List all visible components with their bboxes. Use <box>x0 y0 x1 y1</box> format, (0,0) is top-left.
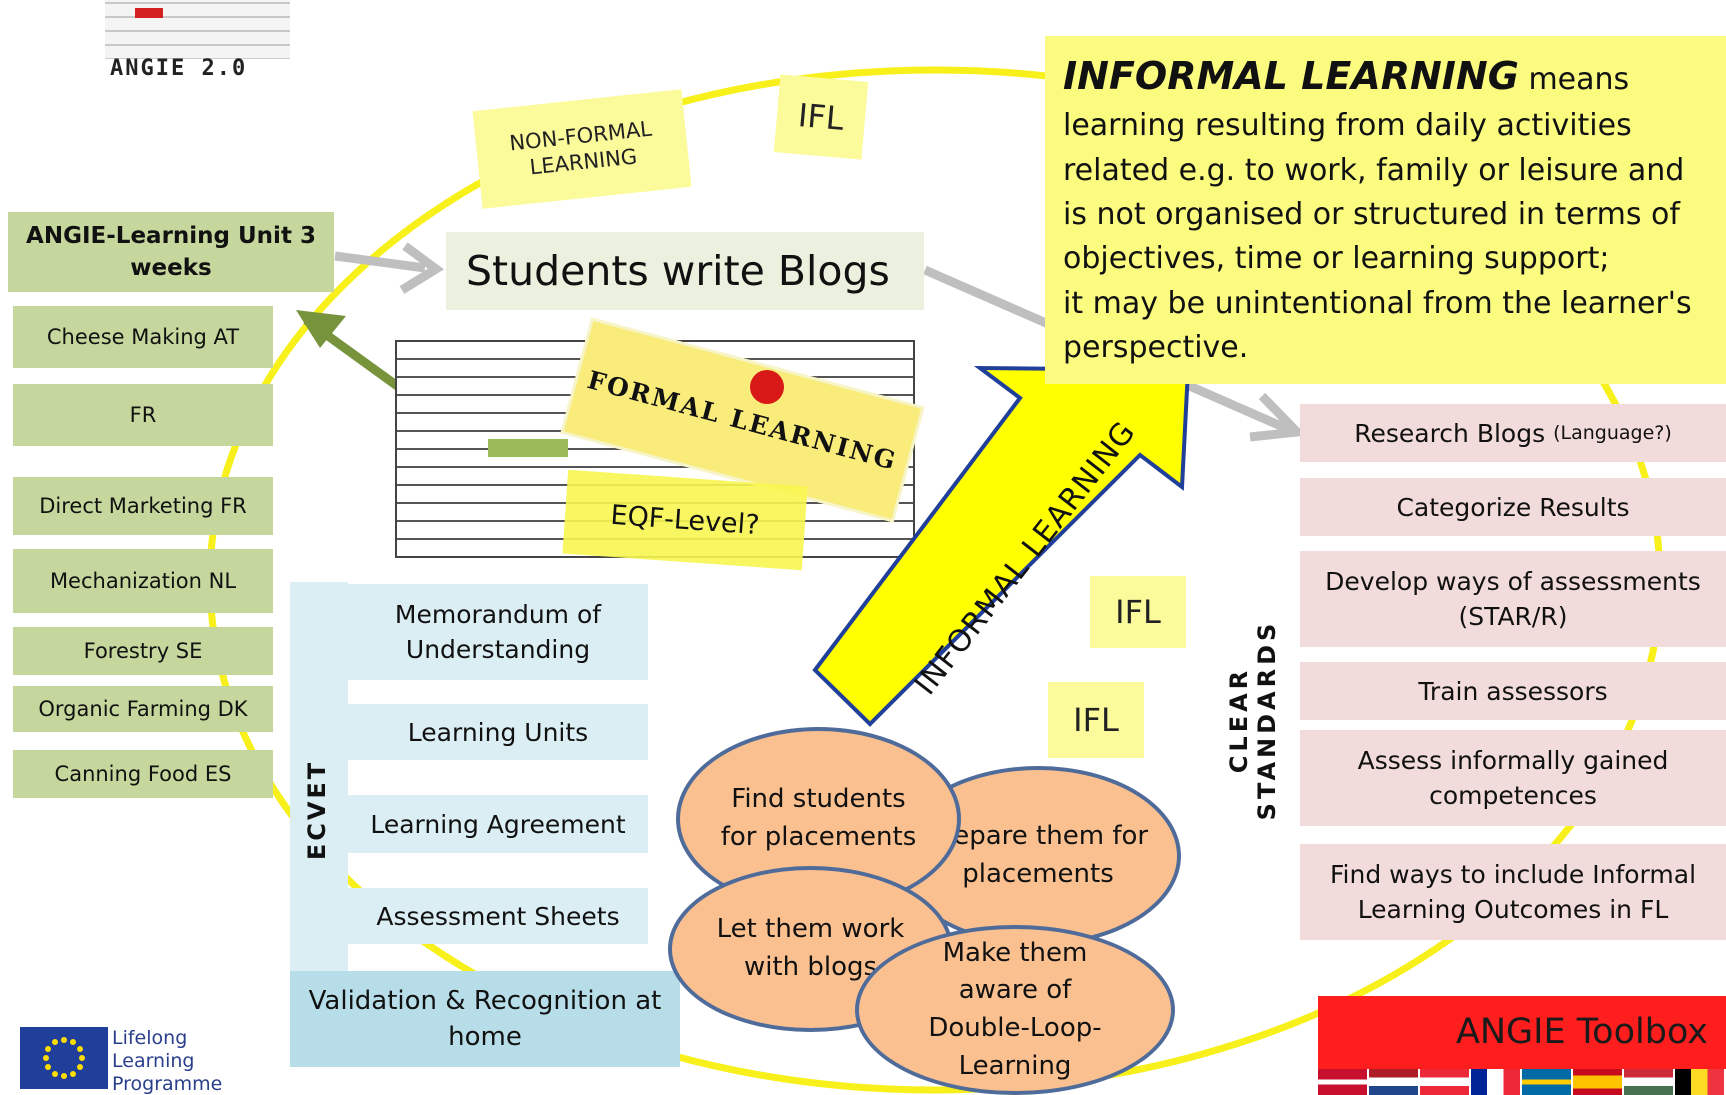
eu-stars-icon <box>43 1037 85 1079</box>
std-train-assessors: Train assessors <box>1300 662 1726 720</box>
flag-sweden-icon <box>1522 1069 1573 1095</box>
learning-unit-header: ANGIE-Learning Unit 3 weeks <box>8 212 334 292</box>
flag-denmark-icon <box>1318 1069 1369 1095</box>
eu-lifelong-learning-logo: Lifelong Learning Programme <box>20 1027 230 1095</box>
clear-standards-label: CLEAR STANDARDS <box>1225 619 1281 821</box>
unit-item-direct-marketing: Direct Marketing FR <box>13 477 273 535</box>
unit-item-forestry: Forestry SE <box>13 627 273 675</box>
flag-austria-icon <box>1420 1069 1471 1095</box>
country-flags <box>1318 1069 1726 1095</box>
ifl-note-low: IFL <box>1048 682 1144 758</box>
unit-item-canning-food: Canning Food ES <box>13 750 273 798</box>
flag-netherlands-icon <box>1369 1069 1420 1095</box>
unit-item-cheese-making: Cheese Making AT <box>13 306 273 368</box>
flag-belgium-icon <box>1675 1069 1726 1095</box>
wall-green-brick <box>488 439 568 457</box>
std-research-label: Research Blogs <box>1354 418 1546 448</box>
eqf-level-note: EQF-Level? <box>562 469 808 571</box>
angie-logo: ANGIE 2.0 <box>100 0 300 84</box>
logo-red-brick <box>135 8 163 18</box>
std-include-outcomes: Find ways to include Informal Learning O… <box>1300 844 1726 940</box>
logo-bricks <box>105 0 290 59</box>
definition-body-2: it may be unintentional from the learner… <box>1063 285 1692 366</box>
push-pin-icon <box>750 370 784 404</box>
std-research-note: (Language?) <box>1553 421 1672 444</box>
std-research-blogs: Research Blogs (Language?) <box>1300 404 1726 462</box>
std-develop-assessments: Develop ways of assessments (STAR/R) <box>1300 551 1726 647</box>
flag-spain-icon <box>1573 1069 1624 1095</box>
angie-toolbox-banner: ANGIE Toolbox <box>1318 996 1726 1095</box>
flag-hungary-icon <box>1624 1069 1675 1095</box>
ecvet-learning-units: Learning Units <box>348 704 648 760</box>
ifl-note-mid: IFL <box>1090 576 1186 648</box>
ifl-note-top: IFL <box>773 74 869 160</box>
unit-item-organic-farming: Organic Farming DK <box>13 686 273 732</box>
informal-learning-definition: INFORMAL LEARNING means learning resulti… <box>1045 36 1726 384</box>
oval-find-students: Find students for placements <box>676 727 961 911</box>
definition-lead: means <box>1518 62 1630 97</box>
std-assess-competences: Assess informally gained competences <box>1300 730 1726 826</box>
logo-text: ANGIE 2.0 <box>110 56 248 81</box>
std-categorize-results: Categorize Results <box>1300 478 1726 536</box>
eu-flag-icon <box>20 1027 108 1089</box>
ecvet-learning-agreement: Learning Agreement <box>348 795 648 853</box>
ecvet-bar <box>290 582 348 1032</box>
eu-logo-text: Lifelong Learning Programme <box>112 1027 223 1095</box>
students-write-blogs: Students write Blogs <box>446 232 924 310</box>
unit-item-mechanization: Mechanization NL <box>13 549 273 613</box>
toolbox-title: ANGIE Toolbox <box>1455 1012 1708 1052</box>
definition-body: learning resulting from daily activities… <box>1063 108 1685 277</box>
unit-item-fr: FR <box>13 384 273 446</box>
ecvet-assessment-sheets: Assessment Sheets <box>348 888 648 944</box>
definition-term: INFORMAL LEARNING <box>1063 54 1519 98</box>
oval-double-loop: Make them aware of Double-Loop-Learning <box>855 925 1175 1095</box>
validation-recognition: Validation & Recognition at home <box>290 971 680 1067</box>
ecvet-memorandum: Memorandum of Understanding <box>348 584 648 680</box>
flag-france-icon <box>1471 1069 1522 1095</box>
gray-arrow-unit-to-blogs <box>334 242 445 294</box>
ecvet-label: ECVET <box>303 759 331 861</box>
